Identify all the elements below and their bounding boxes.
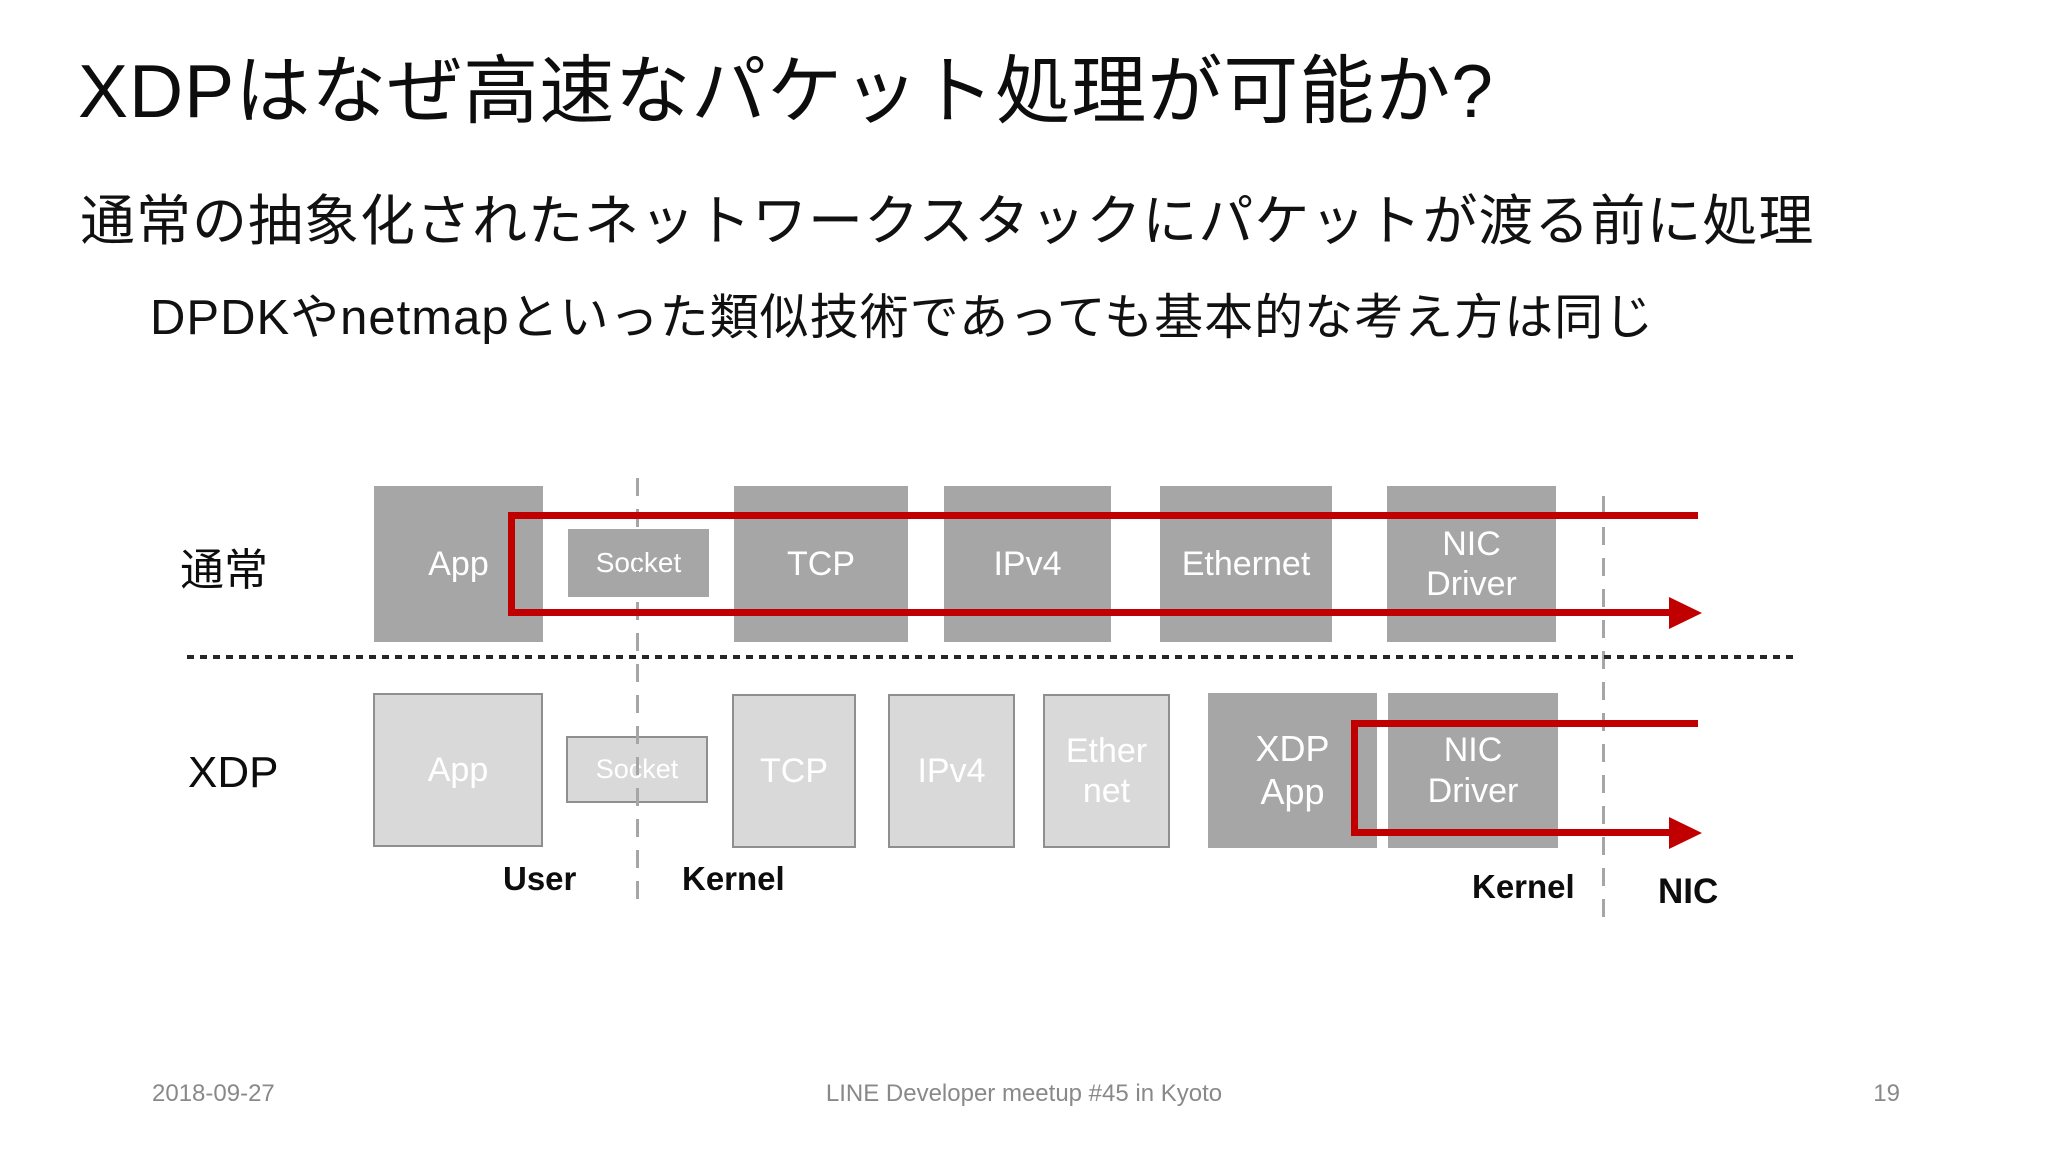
normal-box-ipv4-label: IPv4: [993, 544, 1062, 583]
xdp-box-ipv4: IPv4: [888, 694, 1015, 848]
normal-box-ipv4: IPv4: [944, 486, 1111, 642]
xdp-flow-line-top: [1351, 720, 1698, 727]
normal-flow-line-top: [508, 512, 1698, 519]
xdp-box-nic-driver-label: NIC Driver: [1427, 731, 1519, 810]
xdp-box-tcp-label: TCP: [760, 751, 828, 790]
label-user-space: User: [503, 860, 577, 897]
kernel-nic-boundary-line: [1602, 496, 1605, 922]
xdp-box-xdp-app: XDP App: [1208, 693, 1377, 848]
xdp-box-ethernet: Ether net: [1043, 694, 1170, 848]
xdp-box-app: App: [373, 693, 543, 847]
xdp-flow-arrowhead-icon: [1669, 817, 1702, 849]
xdp-flow-line-turn: [1351, 720, 1358, 836]
label-kernel-right: Kernel: [1472, 868, 1575, 905]
subtitle-line-2: DPDKやnetmapといった類似技術であっても基本的な考え方は同じ: [150, 291, 1655, 345]
footer-date: 2018-09-27: [152, 1080, 275, 1107]
slide-title: XDPはなぜ高速なパケット処理が可能か?: [78, 49, 1494, 133]
xdp-flow-line-bottom: [1351, 829, 1670, 836]
normal-box-tcp: TCP: [734, 486, 908, 642]
xdp-box-ethernet-label: Ether net: [1065, 731, 1148, 810]
normal-flow-line-bottom: [508, 609, 1670, 616]
xdp-box-ipv4-label: IPv4: [917, 751, 986, 790]
normal-row-label: 通常: [180, 546, 268, 595]
normal-box-ethernet: Ethernet: [1160, 486, 1332, 642]
user-kernel-boundary-line: [636, 478, 639, 910]
normal-box-app-label: App: [428, 544, 489, 583]
xdp-box-app-label: App: [427, 750, 489, 789]
row-divider-dotted-line: [187, 655, 1795, 659]
subtitle-line-1: 通常の抽象化されたネットワークスタックにパケットが渡る前に処理: [80, 190, 1815, 252]
footer-page-number: 19: [1873, 1080, 1900, 1107]
normal-box-nic-driver: NIC Driver: [1387, 486, 1556, 642]
xdp-box-tcp: TCP: [732, 694, 856, 848]
normal-flow-arrowhead-icon: [1669, 597, 1702, 629]
normal-box-tcp-label: TCP: [787, 544, 855, 583]
xdp-row-label: XDP: [188, 748, 279, 797]
normal-box-ethernet-label: Ethernet: [1181, 544, 1311, 583]
normal-box-nic-driver-label: NIC Driver: [1426, 524, 1517, 603]
label-nic: NIC: [1658, 872, 1719, 911]
label-kernel-left: Kernel: [682, 860, 785, 897]
normal-flow-line-turn: [508, 512, 515, 616]
xdp-box-nic-driver: NIC Driver: [1388, 693, 1558, 848]
xdp-box-xdp-app-label: XDP App: [1255, 728, 1330, 812]
footer-event-title: LINE Developer meetup #45 in Kyoto: [825, 1080, 1223, 1107]
normal-box-app: App: [374, 486, 543, 642]
